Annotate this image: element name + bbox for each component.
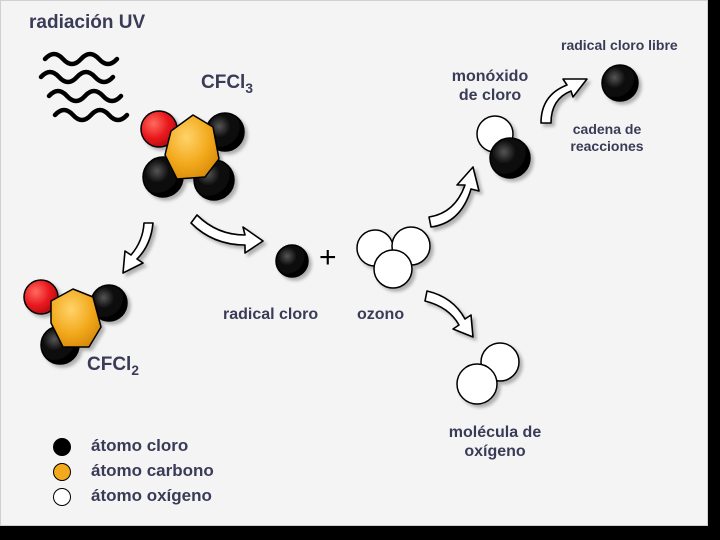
reaction-chain-label: cadena de reacciones [561,121,653,155]
oxygen-molecule-label-line1: molécula de [448,424,542,441]
reaction-chain-label-line1: cadena de [572,121,642,137]
cfcl3-formula-base: CFCl [201,72,246,93]
diagram-panel: radiación UV CFCl3 CFCl2 + radical cloro… [0,0,708,526]
oxygen-atom [373,249,413,289]
arrow-to-chlorine-monoxide [428,166,480,228]
plus-sign: + [319,241,337,274]
reaction-chain-label-line2: reacciones [570,138,644,154]
free-chlorine-radical-label: radical cloro libre [561,37,678,53]
cfcl2-formula-subscript: 2 [131,362,139,378]
chlorine-monoxide-molecule [476,115,531,179]
oxygen-molecule-label: molécula de oxígeno [433,423,557,461]
arrow-to-free-chlorine-radical [540,78,588,124]
ozone-molecule [356,226,431,289]
chlorine-monoxide-label-line1: monóxido [451,68,529,85]
chlorine-atom [489,137,531,179]
ozone-depletion-diagram [23,51,639,405]
arrow-to-oxygen-molecule [424,290,474,338]
chlorine-radical-label: radical cloro [223,306,319,323]
legend-chlorine-label: átomo cloro [91,436,189,455]
legend-carbon-label: átomo carbono [91,461,214,480]
free-chlorine-radical-atom [601,64,639,102]
cfcl2-formula-base: CFCl [87,354,132,375]
oxygen-molecule-label-line2: oxígeno [464,443,526,460]
oxygen-atom [456,363,498,405]
arrow-to-cfcl2 [122,222,154,274]
uv-radiation-label: radiación UV [29,12,146,33]
chlorine-monoxide-label-line2: de cloro [458,87,522,104]
uv-waves [38,51,130,123]
legend-carbon-swatch [53,463,71,481]
chlorine-monoxide-label: monóxido de cloro [435,67,545,105]
ozone-label: ozono [357,306,405,323]
cfcl3-formula-subscript: 3 [245,80,253,96]
carbon-atom [50,288,102,348]
legend-oxygen-label: átomo oxígeno [91,486,212,505]
legend-chlorine-swatch [53,438,71,456]
cfcl2-molecule [23,279,128,365]
legend-oxygen-swatch [53,488,71,506]
cfcl3-formula: CFCl3 [201,72,253,96]
chlorine-radical-atom [275,244,309,278]
oxygen-molecule [456,342,520,405]
cfcl3-molecule [140,110,245,201]
arrow-to-chlorine-radical [190,214,264,254]
cfcl2-formula: CFCl2 [87,354,139,378]
carbon-atom [164,114,220,180]
